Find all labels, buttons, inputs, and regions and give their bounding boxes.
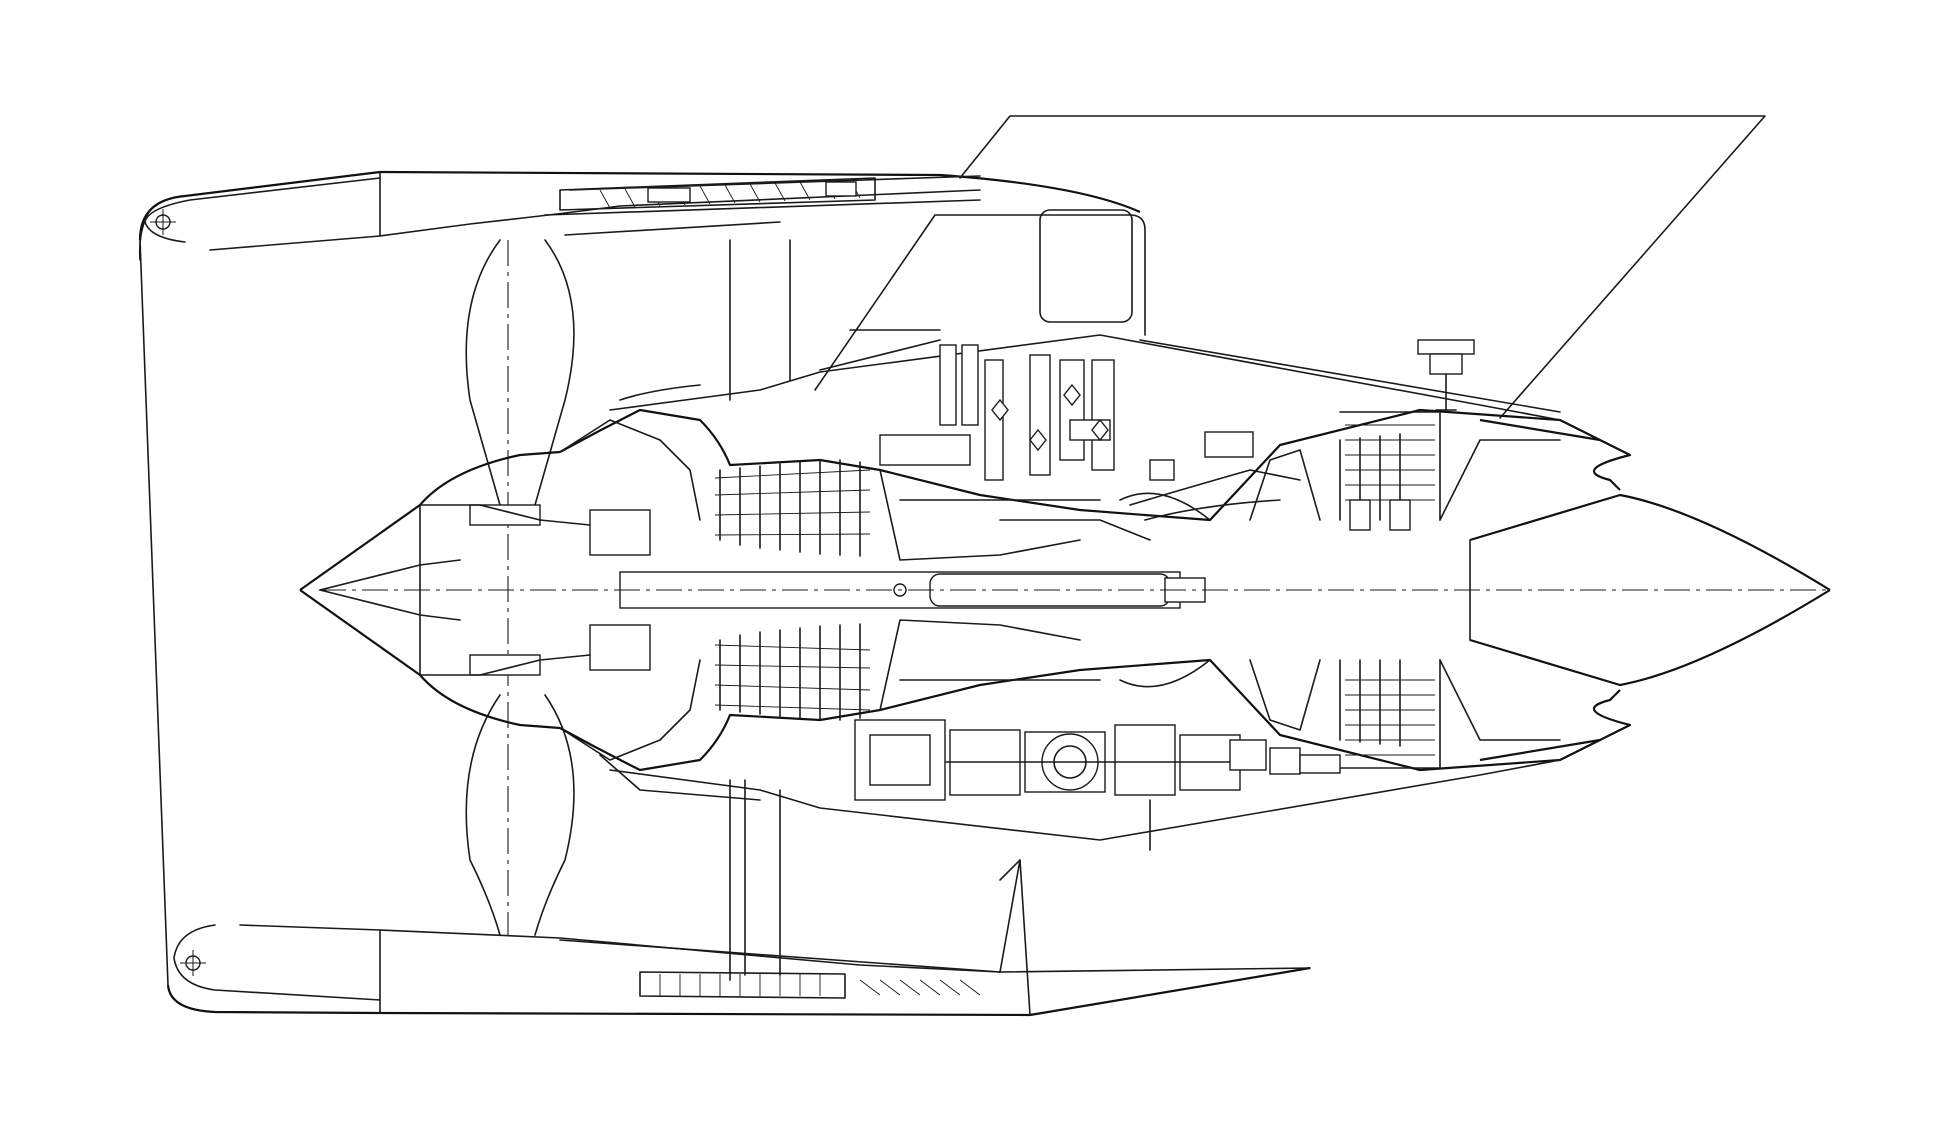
turbine-lower <box>1119 659 1441 769</box>
turbine-upper <box>1119 411 1441 531</box>
fan-blade <box>465 239 575 936</box>
pylon-fairing <box>814 115 1766 419</box>
mount-fitting <box>1417 339 1475 411</box>
compressor-lower <box>714 619 1101 721</box>
accessory-gearbox <box>854 719 1341 801</box>
inlet-lip <box>138 209 169 986</box>
main-shaft <box>320 571 1830 609</box>
core-casing <box>559 334 1601 841</box>
upper-nacelle-cowl <box>138 170 1141 251</box>
upper-cascade <box>559 177 876 211</box>
exhaust-nozzle <box>1439 418 1831 762</box>
compressor-upper <box>714 459 1151 561</box>
upper-strut <box>729 239 941 401</box>
lower-cascade <box>639 971 981 999</box>
lower-strut <box>729 779 1151 981</box>
lower-nacelle-cowl <box>166 859 1311 1017</box>
fuel-injectors <box>879 344 1115 481</box>
front-bearing-housing <box>419 419 701 761</box>
upper-accessories <box>1129 431 1301 521</box>
